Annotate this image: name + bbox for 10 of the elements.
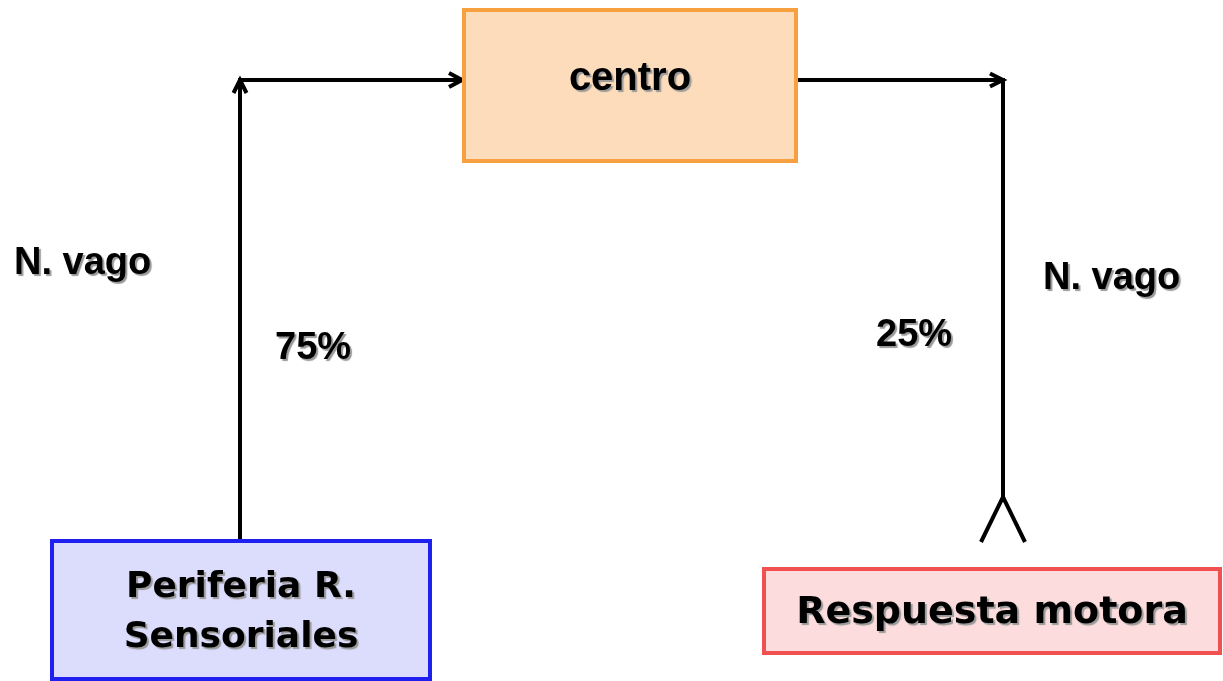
nerve-label: N. vago <box>14 240 152 283</box>
box-label: centro <box>568 52 692 100</box>
percentage-label: 25% <box>876 312 953 355</box>
response-box <box>762 567 1222 655</box>
box-label: Periferia R. Sensoriales <box>122 562 360 657</box>
box-label: Respuesta motora <box>796 587 1188 635</box>
percentage-label: 75% <box>275 325 352 368</box>
periphery-box <box>50 539 432 681</box>
center-box <box>462 8 798 163</box>
nerve-label: N. vago <box>1043 255 1181 298</box>
